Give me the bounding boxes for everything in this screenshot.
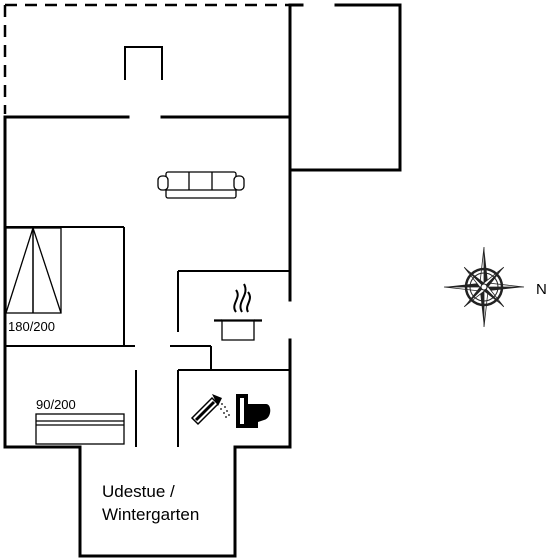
double-bed-size-label: 180/200 (8, 319, 55, 334)
toilet-icon (236, 394, 271, 428)
compass-rose-icon (443, 246, 525, 328)
interior-walls (5, 226, 290, 447)
shower-icon (190, 394, 230, 426)
compass-north-label: N (536, 281, 547, 298)
single-bed-icon (35, 413, 125, 445)
sunroom-label-line1: Udestue / (102, 482, 175, 501)
double-bed-icon (5, 227, 62, 314)
sofa-icon (157, 171, 245, 199)
sunroom-label-line2: Wintergarten (102, 505, 199, 524)
single-bed-size-label: 90/200 (36, 397, 76, 412)
exterior-walls (3, 3, 402, 558)
terrace-grill-symbol (124, 46, 163, 80)
cooking-pot-icon (214, 283, 262, 341)
terrace-outline (3, 3, 290, 114)
